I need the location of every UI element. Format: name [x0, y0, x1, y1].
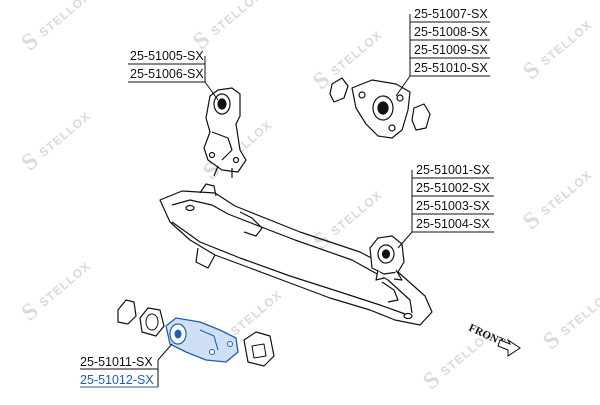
watermark-brand: STELLOX [37, 259, 94, 310]
part-number-label: 25-51004-SX [416, 217, 490, 231]
watermark-brand: STELLOX [538, 168, 595, 219]
part-number-label-highlighted: 25-51012-SX [80, 373, 154, 387]
part-number-label: 25-51008-SX [414, 25, 488, 39]
watermark-brand: STELLOX [538, 18, 595, 69]
part-number-label: 25-51007-SX [414, 7, 488, 21]
watermark-layer: S STELLOX S STELLOX S STELLOX S STELLOX … [17, 0, 600, 395]
part-number-label: 25-51010-SX [414, 61, 488, 75]
part-number-label: 25-51009-SX [414, 43, 488, 57]
crossmember-part [159, 183, 433, 326]
part-number-label: 25-51002-SX [416, 181, 490, 195]
watermark-brand: STELLOX [37, 109, 94, 160]
part-number-label: 25-51011-SX [80, 355, 153, 369]
label-group-upper-left: 25-51005-SX 25-51006-SX [130, 49, 204, 81]
front-arrow-icon [497, 338, 521, 357]
part-number-label: 25-51001-SX [416, 163, 490, 177]
mount-upper-left [203, 87, 247, 178]
watermark-brand: STELLOX [328, 28, 385, 79]
label-group-upper-right: 25-51007-SX 25-51008-SX 25-51009-SX 25-5… [414, 7, 488, 75]
watermark-brand: STELLOX [558, 288, 600, 339]
watermark-brand: STELLOX [328, 188, 385, 239]
label-group-lower-left: 25-51011-SX 25-51012-SX [80, 355, 154, 387]
leader-lines [80, 14, 494, 387]
mount-mid-right [369, 235, 405, 281]
watermark-brand: STELLOX [228, 288, 285, 339]
part-number-label: 25-51005-SX [130, 49, 204, 63]
part-number-label: 25-51006-SX [130, 67, 204, 81]
watermark-brand: STELLOX [37, 0, 94, 40]
mount-lower-left [117, 299, 275, 367]
label-group-mid-right: 25-51001-SX 25-51002-SX 25-51003-SX 25-5… [416, 163, 490, 231]
part-number-label: 25-51003-SX [416, 199, 490, 213]
watermark-brand: STELLOX [208, 0, 265, 38]
mount-upper-right [329, 77, 431, 139]
